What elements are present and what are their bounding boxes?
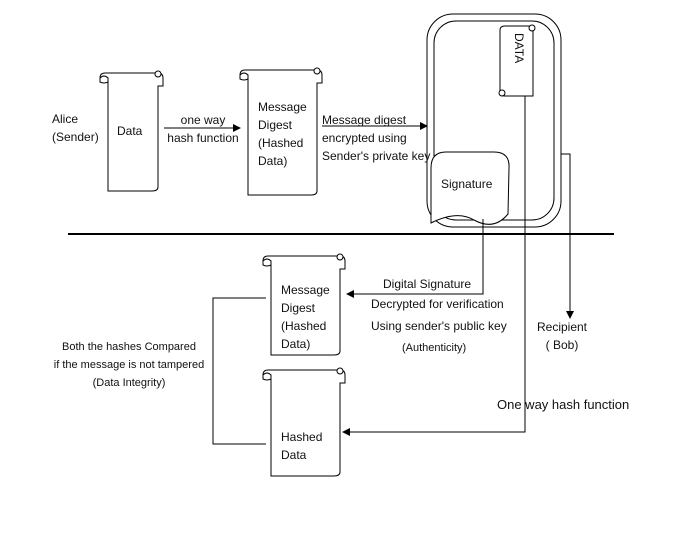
message-digest-label: Message Digest (Hashed Data) bbox=[258, 100, 307, 168]
scroll-digest2-shape bbox=[262, 253, 346, 356]
message-digest2-label: Message Digest (Hashed Data) bbox=[281, 283, 330, 351]
recipient-label: Recipient ( Bob) bbox=[536, 320, 588, 352]
signature-label: Signature bbox=[441, 177, 493, 191]
data-vertical-label: DATA bbox=[512, 33, 526, 64]
scroll-data-vertical-shape bbox=[498, 24, 536, 97]
scroll-data-label: Data bbox=[117, 124, 143, 138]
scroll-hashed-shape bbox=[262, 367, 346, 477]
sender-label: Alice (Sender) bbox=[52, 112, 99, 144]
compare-bracket bbox=[212, 297, 266, 445]
signature-shape bbox=[430, 151, 510, 225]
scroll-digest-shape bbox=[239, 67, 323, 196]
encrypt-label: Message digest encrypted using Sender's … bbox=[322, 113, 431, 163]
scroll-data-shape bbox=[99, 70, 164, 192]
hashed-data-label: Hashed Data bbox=[281, 430, 323, 462]
authenticity-label: (Authenticity) bbox=[402, 342, 467, 354]
compare-label: Both the hashes Compared if the message … bbox=[53, 341, 205, 389]
hash-function-label: one way hash function bbox=[167, 113, 239, 145]
public-key-label: Using sender's public key bbox=[371, 319, 507, 333]
arrow-signature-verify bbox=[346, 219, 484, 298]
arrow-to-recipient bbox=[561, 153, 574, 319]
decrypted-label: Decrypted for verification bbox=[371, 297, 504, 311]
oneway-hash-label: One way hash function bbox=[497, 397, 630, 412]
arrow-oneway-hash bbox=[342, 95, 526, 436]
digital-signature-label: Digital Signature bbox=[383, 277, 472, 291]
